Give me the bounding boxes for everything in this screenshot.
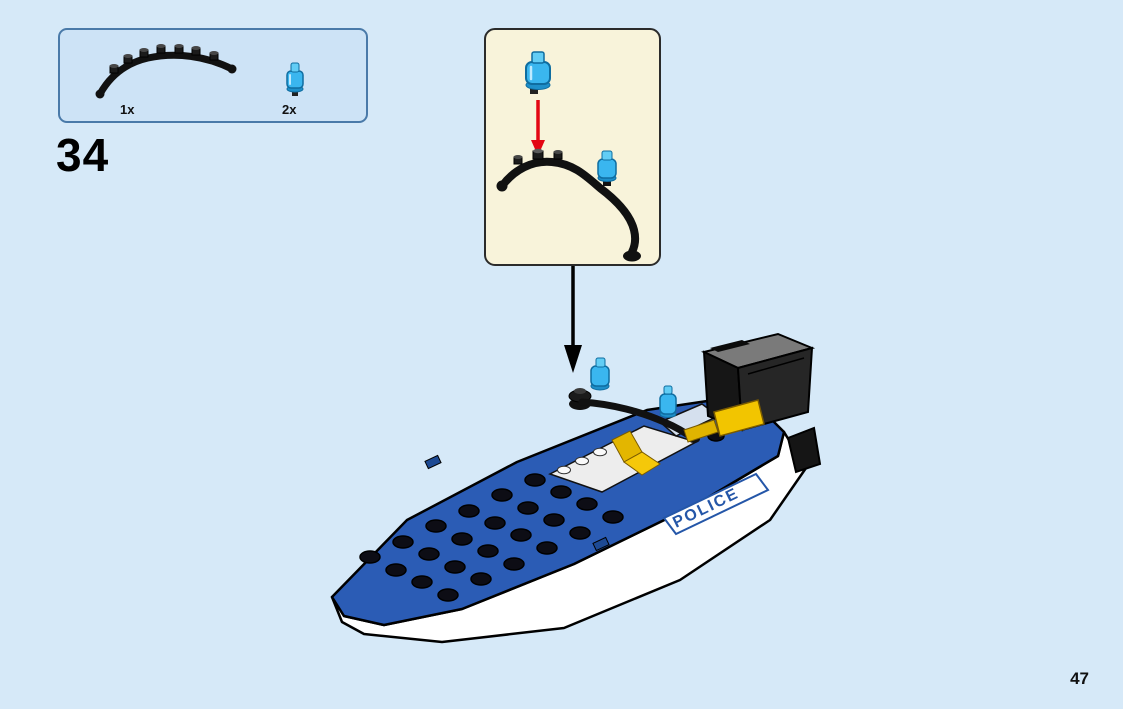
- motor-bracket: [683, 399, 765, 443]
- outboard-motor: [683, 332, 816, 443]
- hose-studs: [109, 44, 219, 74]
- down-arrow-icon: [564, 266, 582, 373]
- red-arrow-icon: [531, 100, 545, 156]
- callout-mounted-light: [597, 150, 617, 186]
- bow-cleat: [424, 454, 442, 470]
- callout-hose-assembly: [496, 148, 641, 262]
- hose-part-icon: [95, 44, 237, 99]
- side-cleat: [592, 536, 610, 552]
- step-number: 34: [56, 129, 110, 181]
- deck-studs: [359, 420, 745, 602]
- boat-light-2: [659, 385, 677, 418]
- page-number: 47: [1070, 669, 1089, 688]
- motor-lower-unit: [786, 426, 822, 474]
- callout-illustration: [496, 51, 641, 262]
- parts-box: 1x 2x: [58, 28, 368, 123]
- boat-light-1: [590, 357, 610, 391]
- part-count-hose: 1x: [120, 102, 135, 117]
- callout-light-piece: [525, 51, 551, 94]
- boat-illustration: POLICE: [330, 332, 822, 644]
- seat: [611, 430, 661, 476]
- part-count-light: 2x: [282, 102, 297, 117]
- light-part-icon: [286, 62, 304, 96]
- target-stud: [532, 148, 544, 160]
- callout-box: [484, 28, 661, 266]
